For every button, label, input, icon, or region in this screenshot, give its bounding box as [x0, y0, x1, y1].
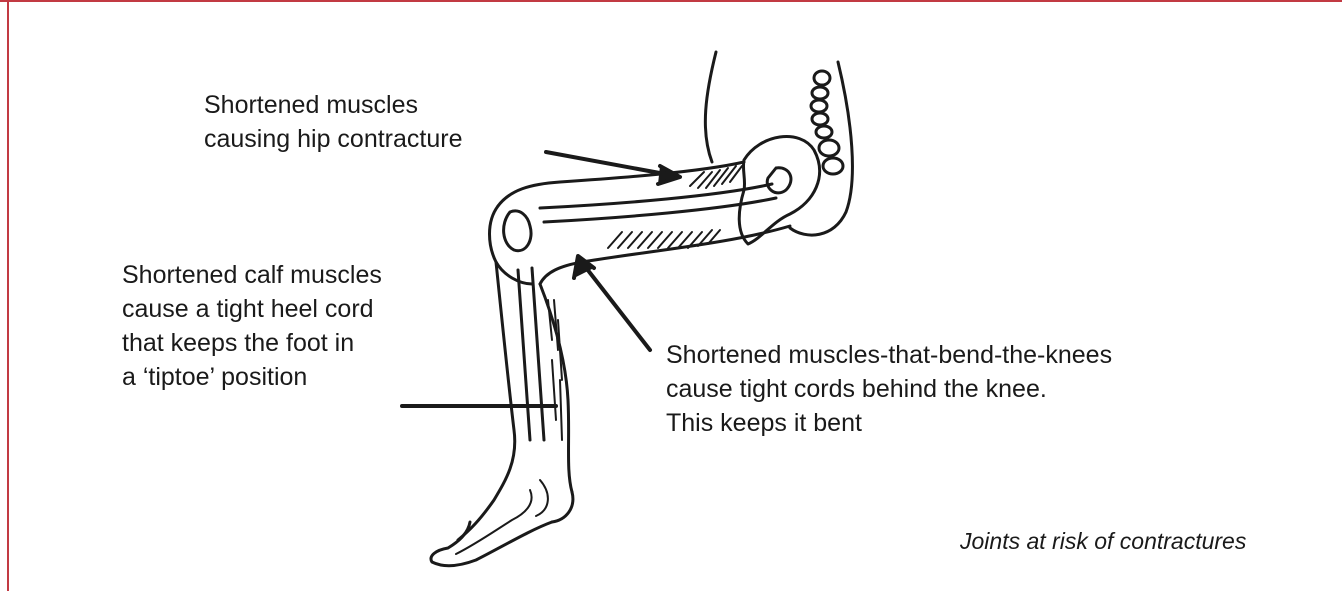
foot-outline	[431, 522, 552, 566]
hip-pointer-arrow	[546, 152, 676, 176]
calf-contracture-label: Shortened calf muscles cause a tight hee…	[122, 258, 382, 394]
hip-label-line-1: Shortened muscles	[204, 88, 462, 122]
shin-front-outline	[458, 262, 515, 540]
hip-contracture-label: Shortened muscles causing hip contractur…	[204, 88, 462, 156]
figure-caption: Joints at risk of contractures	[960, 528, 1246, 555]
tibia-bone	[518, 268, 544, 440]
patella-bone	[504, 211, 531, 251]
knee-contracture-label: Shortened muscles-that-bend-the-knees ca…	[666, 338, 1112, 440]
pointer-arrows	[402, 152, 680, 406]
knee-label-line-1: Shortened muscles-that-bend-the-knees	[666, 338, 1112, 372]
calf-label-line-2: cause a tight heel cord	[122, 292, 382, 326]
knee-pointer-arrow	[580, 260, 650, 350]
spine-vertebrae	[811, 71, 843, 174]
torso-front-outline	[705, 52, 716, 162]
hip-joint	[767, 168, 791, 193]
calf-muscle-hatching	[548, 300, 562, 440]
hip-pointer-arrowhead	[658, 166, 680, 184]
knee-label-line-2: cause tight cords behind the knee.	[666, 372, 1112, 406]
knee-label-line-3: This keeps it bent	[666, 406, 1112, 440]
calf-label-line-3: that keeps the foot in	[122, 326, 382, 360]
thigh-upper-outline	[498, 162, 744, 206]
calf-label-line-4: a ‘tiptoe’ position	[122, 360, 382, 394]
foot-bones	[456, 480, 548, 554]
calf-label-line-1: Shortened calf muscles	[122, 258, 382, 292]
ankle-outline	[552, 492, 573, 522]
hip-label-line-2: causing hip contracture	[204, 122, 462, 156]
